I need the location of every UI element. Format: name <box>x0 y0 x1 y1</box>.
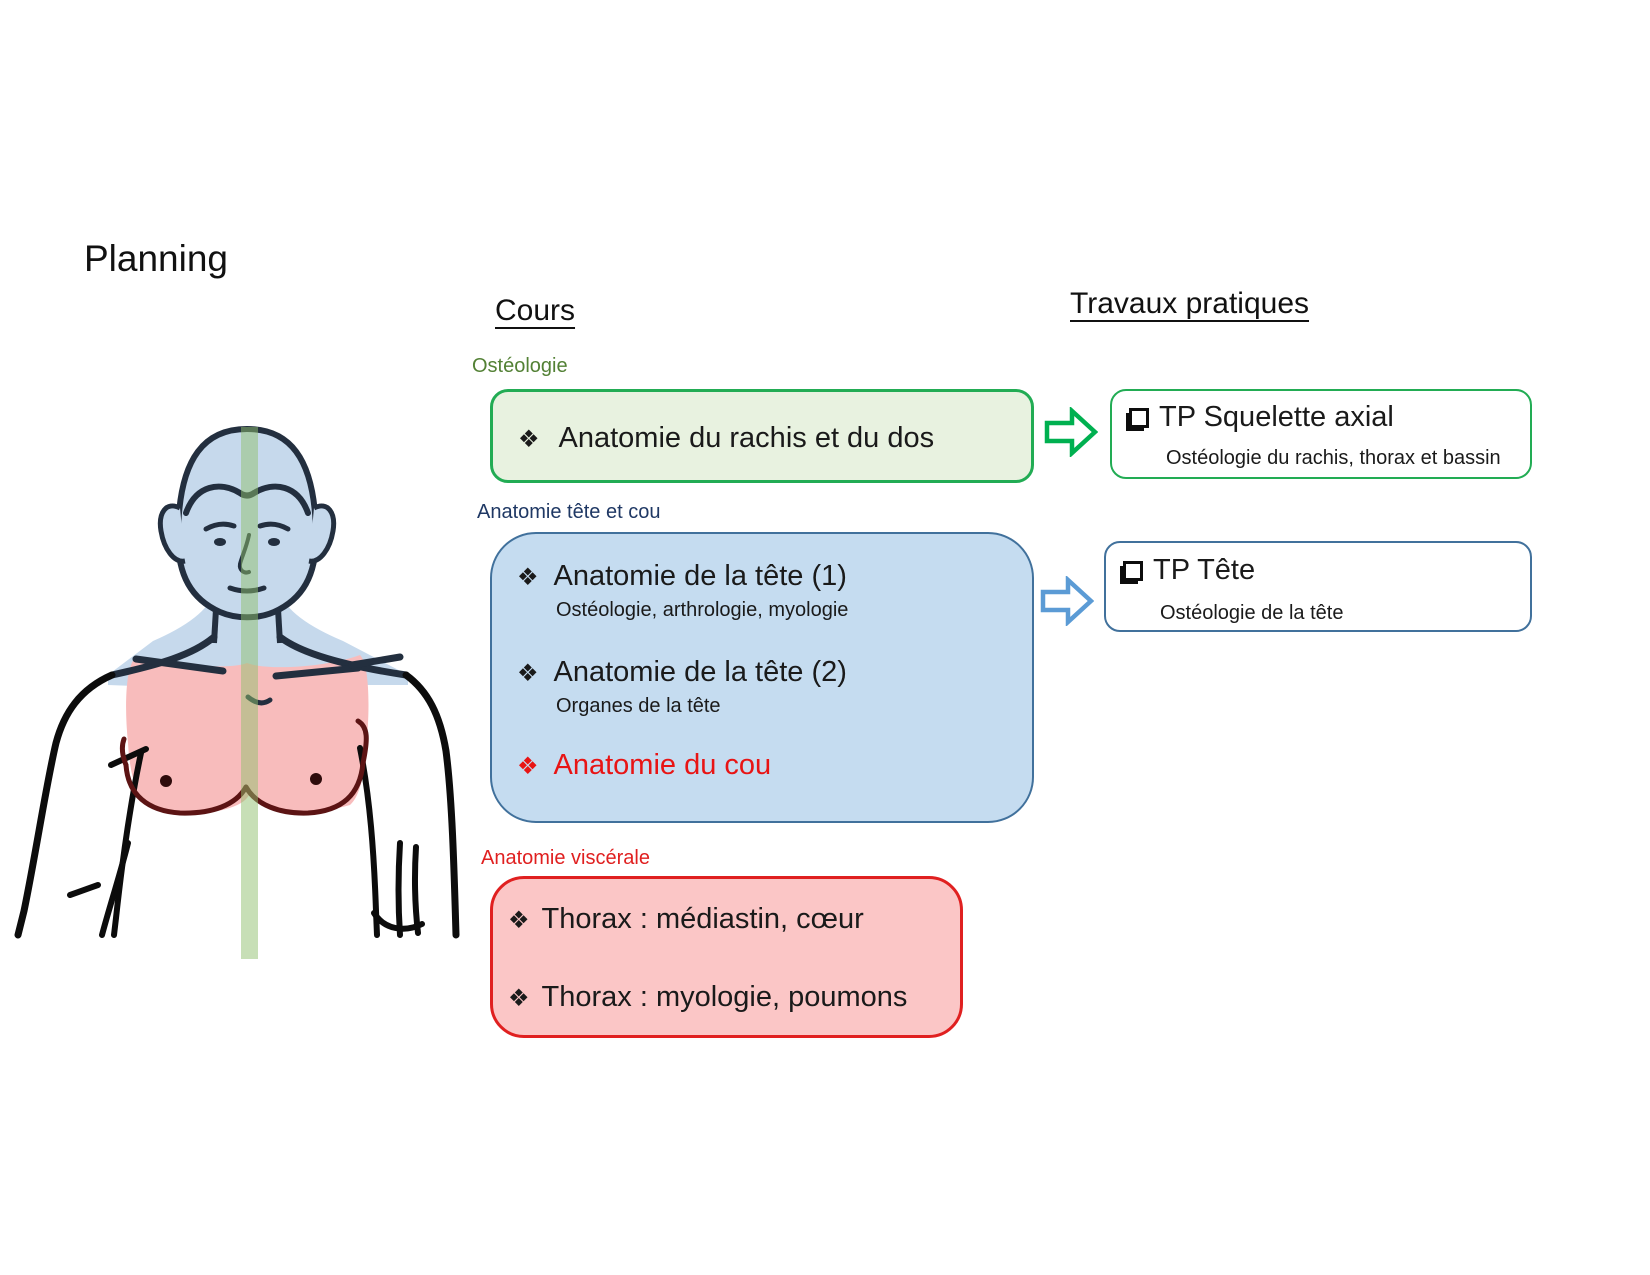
course-subtitle-tete-1: Ostéologie, arthrologie, myologie <box>556 599 849 621</box>
course-item-tete-1: Anatomie de la tête (1) <box>553 560 847 592</box>
checkbox-icon <box>1123 560 1143 581</box>
column-heading-cours: Cours <box>495 294 576 327</box>
diamond-bullet-icon: ❖ <box>517 753 539 780</box>
tp-subtitle-tete: Ostéologie de la tête <box>1160 602 1344 624</box>
tp-box-squelette-axial: TP Squelette axial Ostéologie du rachis,… <box>1110 389 1532 479</box>
tp-title-tete: TP Tête <box>1153 554 1256 586</box>
diamond-bullet-icon: ❖ <box>518 426 540 453</box>
arrow-right-green-icon <box>1044 407 1098 457</box>
course-box-viscerale: ❖ Thorax : médiastin, cœur ❖ Thorax : my… <box>490 876 963 1038</box>
trapezius-left <box>108 633 218 679</box>
eye-right <box>268 538 280 546</box>
arm-right-outer <box>402 671 460 939</box>
diamond-bullet-icon: ❖ <box>508 985 530 1012</box>
nipple-left <box>160 775 172 787</box>
ear-right-icon <box>308 503 337 564</box>
course-item-thorax-mediastin: Thorax : médiastin, cœur <box>541 903 864 935</box>
hand-right <box>371 910 425 932</box>
course-item-cou: Anatomie du cou <box>553 749 772 781</box>
section-label-viscerale: Anatomie viscérale <box>481 847 650 869</box>
checkbox-icon <box>1129 407 1149 428</box>
course-subtitle-tete-2: Organes de la tête <box>556 695 721 717</box>
tp-subtitle-squelette-axial: Ostéologie du rachis, thorax et bassin <box>1166 447 1501 469</box>
nipple-right <box>310 773 322 785</box>
tp-title-squelette-axial: TP Squelette axial <box>1159 401 1394 433</box>
torso-illustration <box>14 425 460 959</box>
pec-right <box>243 760 366 816</box>
eyebrow-right <box>257 521 291 532</box>
arm-left-inner <box>111 750 144 938</box>
section-label-osteologie: Ostéologie <box>472 355 568 377</box>
course-box-osteologie: ❖ Anatomie du rachis et du dos <box>490 389 1034 483</box>
pec-left <box>123 762 249 816</box>
midline-stripe <box>241 427 258 959</box>
diamond-bullet-icon: ❖ <box>517 660 539 687</box>
section-label-tete-et-cou: Anatomie tête et cou <box>477 501 661 523</box>
clavicle-right <box>272 664 362 680</box>
course-box-tete-et-cou: ❖ Anatomie de la tête (1) Ostéologie, ar… <box>490 532 1034 823</box>
course-item-tete-2: Anatomie de la tête (2) <box>553 656 847 688</box>
diamond-bullet-icon: ❖ <box>508 907 530 934</box>
clavicle-left <box>132 655 227 675</box>
column-heading-travaux-pratiques: Travaux pratiques <box>1070 287 1310 320</box>
course-item-rachis-dos: Anatomie du rachis et du dos <box>558 422 935 454</box>
course-item-thorax-myologie: Thorax : myologie, poumons <box>541 981 908 1013</box>
arrow-right-blue-icon <box>1040 576 1094 626</box>
diamond-bullet-icon: ❖ <box>517 564 539 591</box>
trapezius-right <box>276 633 410 679</box>
tp-box-tete: TP Tête Ostéologie de la tête <box>1104 541 1532 632</box>
ear-left-icon <box>157 503 186 564</box>
eyebrow-left <box>203 521 237 532</box>
eye-left <box>214 538 226 546</box>
page-title: Planning <box>84 238 229 279</box>
arm-left-outer <box>14 671 116 939</box>
